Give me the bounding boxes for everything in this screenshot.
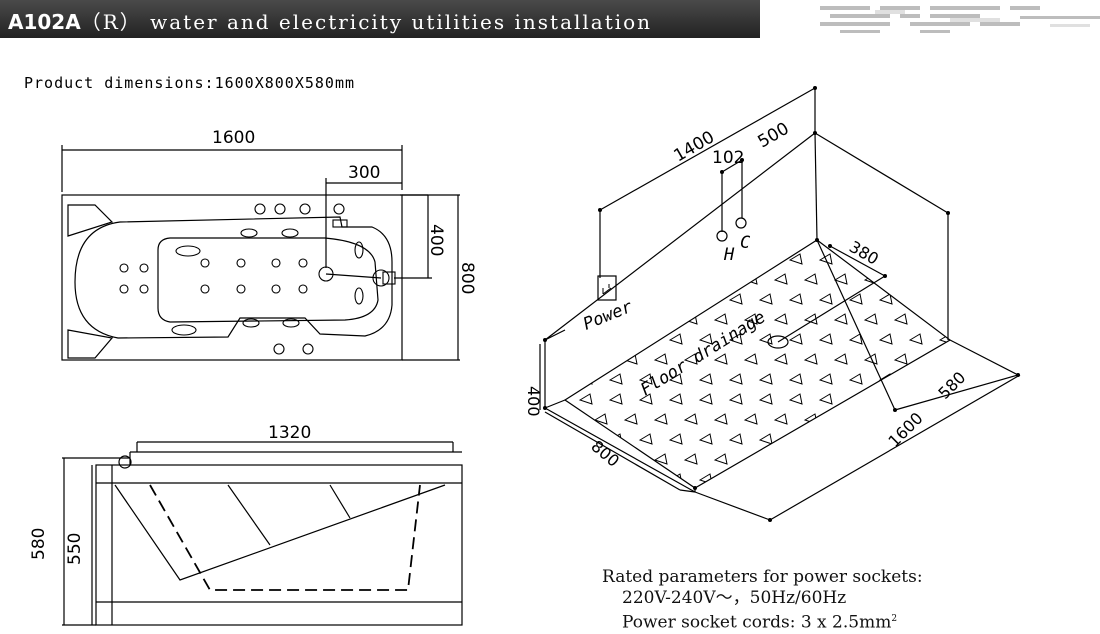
room-depth-label: 800 [587, 437, 623, 471]
cold-label: C [740, 233, 751, 253]
top-offset-v-label: 400 [426, 224, 446, 256]
floor-drainage-label: Floor drainage [637, 307, 769, 400]
room-view [539, 87, 1021, 521]
top-width-label: 800 [457, 262, 477, 294]
specs-voltage: 220V-240V～，50Hz/60Hz [622, 588, 847, 608]
power-specs: Rated parameters for power sockets: 220V… [602, 567, 923, 634]
specs-cords-text: Power socket cords: 3 x 2.5mm [622, 612, 892, 633]
model-code: A102A [8, 10, 81, 34]
specs-cords-sup: 2 [891, 614, 898, 624]
floor-drainage-pattern [565, 253, 950, 485]
room-pipe-spacing-label: 102 [712, 148, 744, 168]
side-length-label: 1320 [268, 423, 311, 443]
top-offset-label: 300 [348, 163, 380, 183]
top-view [61, 145, 460, 361]
hot-label: H [723, 245, 735, 265]
room-height-label: 400 [524, 386, 543, 417]
specs-cords: Power socket cords: 3 x 2.5mm2 [602, 609, 923, 634]
header-banner: A102A（R） water and electricity utilities… [0, 0, 1100, 40]
room-wall-offset-label: 500 [755, 119, 793, 153]
specs-title: Rated parameters for power sockets: [602, 567, 923, 587]
header-bar [0, 0, 760, 38]
room-wall-length-label: 1400 [671, 127, 718, 166]
header-title-text: （R） water and electricity utilities inst… [80, 10, 653, 34]
power-label: Power [580, 297, 636, 335]
side-height-inner-label: 550 [65, 533, 85, 565]
side-height-total-label: 580 [29, 528, 49, 560]
header-title: A102A（R） water and electricity utilities… [8, 6, 652, 35]
side-view [62, 441, 463, 626]
dimension-dots [543, 86, 1020, 522]
top-length-label: 1600 [212, 128, 255, 148]
product-dimensions: Product dimensions:1600X800X580mm [24, 74, 356, 92]
room-length-label: 1600 [884, 409, 926, 451]
decorative-stripes [820, 6, 1100, 33]
